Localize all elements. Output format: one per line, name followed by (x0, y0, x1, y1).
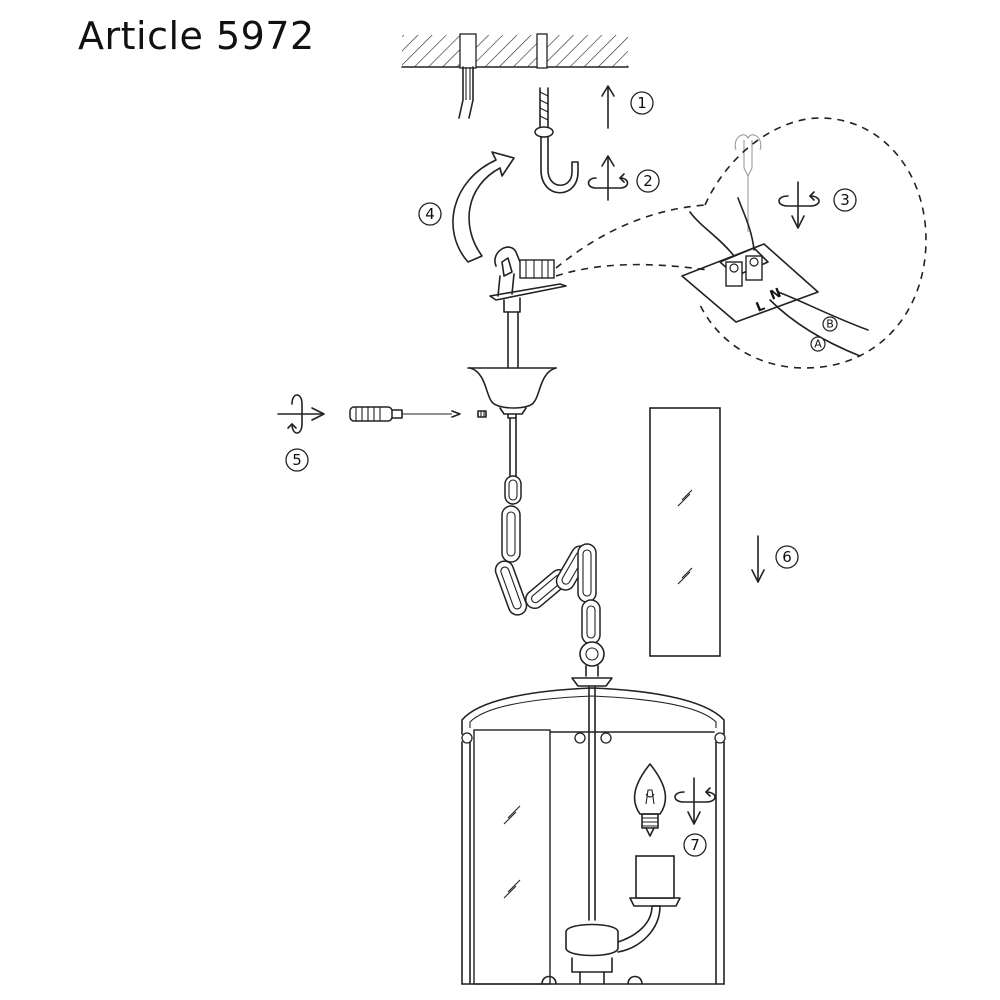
candle-holder-icon (565, 855, 681, 985)
svg-text:2: 2 (643, 172, 653, 190)
rotate-arrow-icon (587, 155, 629, 201)
candle-bulb-icon (633, 763, 667, 837)
rotate-screw-arrow-5-icon (277, 394, 325, 434)
step-1-badge: 1 (630, 91, 654, 115)
rotate-screw-arrow-icon (778, 181, 820, 229)
step-2-badge: 2 (636, 169, 660, 193)
terminal-label-l: L (754, 299, 767, 316)
step-4-badge: 4 (418, 202, 442, 226)
step-6-badge: 6 (775, 545, 799, 569)
screwdriver-icon (349, 406, 461, 422)
mounting-bracket-icon (489, 246, 567, 369)
ceiling-rod (509, 417, 517, 479)
svg-text:7: 7 (690, 836, 700, 854)
wire-label-b: B (822, 316, 838, 332)
screwdriver-detail-icon (734, 134, 762, 232)
push-up-arrow-icon (601, 85, 615, 129)
callout-line-bottom (555, 263, 709, 277)
svg-text:B: B (826, 318, 834, 331)
hang-arrow-icon (452, 151, 515, 263)
svg-text:1: 1 (637, 94, 647, 112)
wire-label-a: A (810, 336, 826, 352)
screw-icon (477, 410, 487, 418)
svg-text:4: 4 (425, 205, 435, 223)
chain-icon (494, 475, 601, 645)
svg-text:3: 3 (840, 191, 850, 209)
callout-line-top (555, 204, 706, 269)
terminal-detail-callout: L N B A (681, 117, 927, 369)
ceiling (401, 33, 629, 69)
lantern-frame-icon (461, 685, 726, 985)
down-arrow-icon (751, 535, 765, 583)
canopy-icon (467, 367, 557, 419)
lantern-hanging-loop-icon (571, 641, 613, 687)
step-3-badge: 3 (833, 188, 857, 212)
page-title: Article 5972 (78, 14, 315, 58)
ceiling-hook-icon (534, 87, 579, 194)
terminal-label-n: N (768, 286, 784, 304)
glass-pane-icon (649, 407, 721, 657)
rotate-arrow-7-icon (674, 777, 716, 825)
svg-text:A: A (814, 338, 822, 351)
svg-text:5: 5 (292, 451, 302, 469)
ceiling-wires-icon (458, 66, 474, 119)
svg-text:6: 6 (782, 548, 792, 566)
step-5-badge: 5 (285, 448, 309, 472)
step-7-badge: 7 (683, 833, 707, 857)
